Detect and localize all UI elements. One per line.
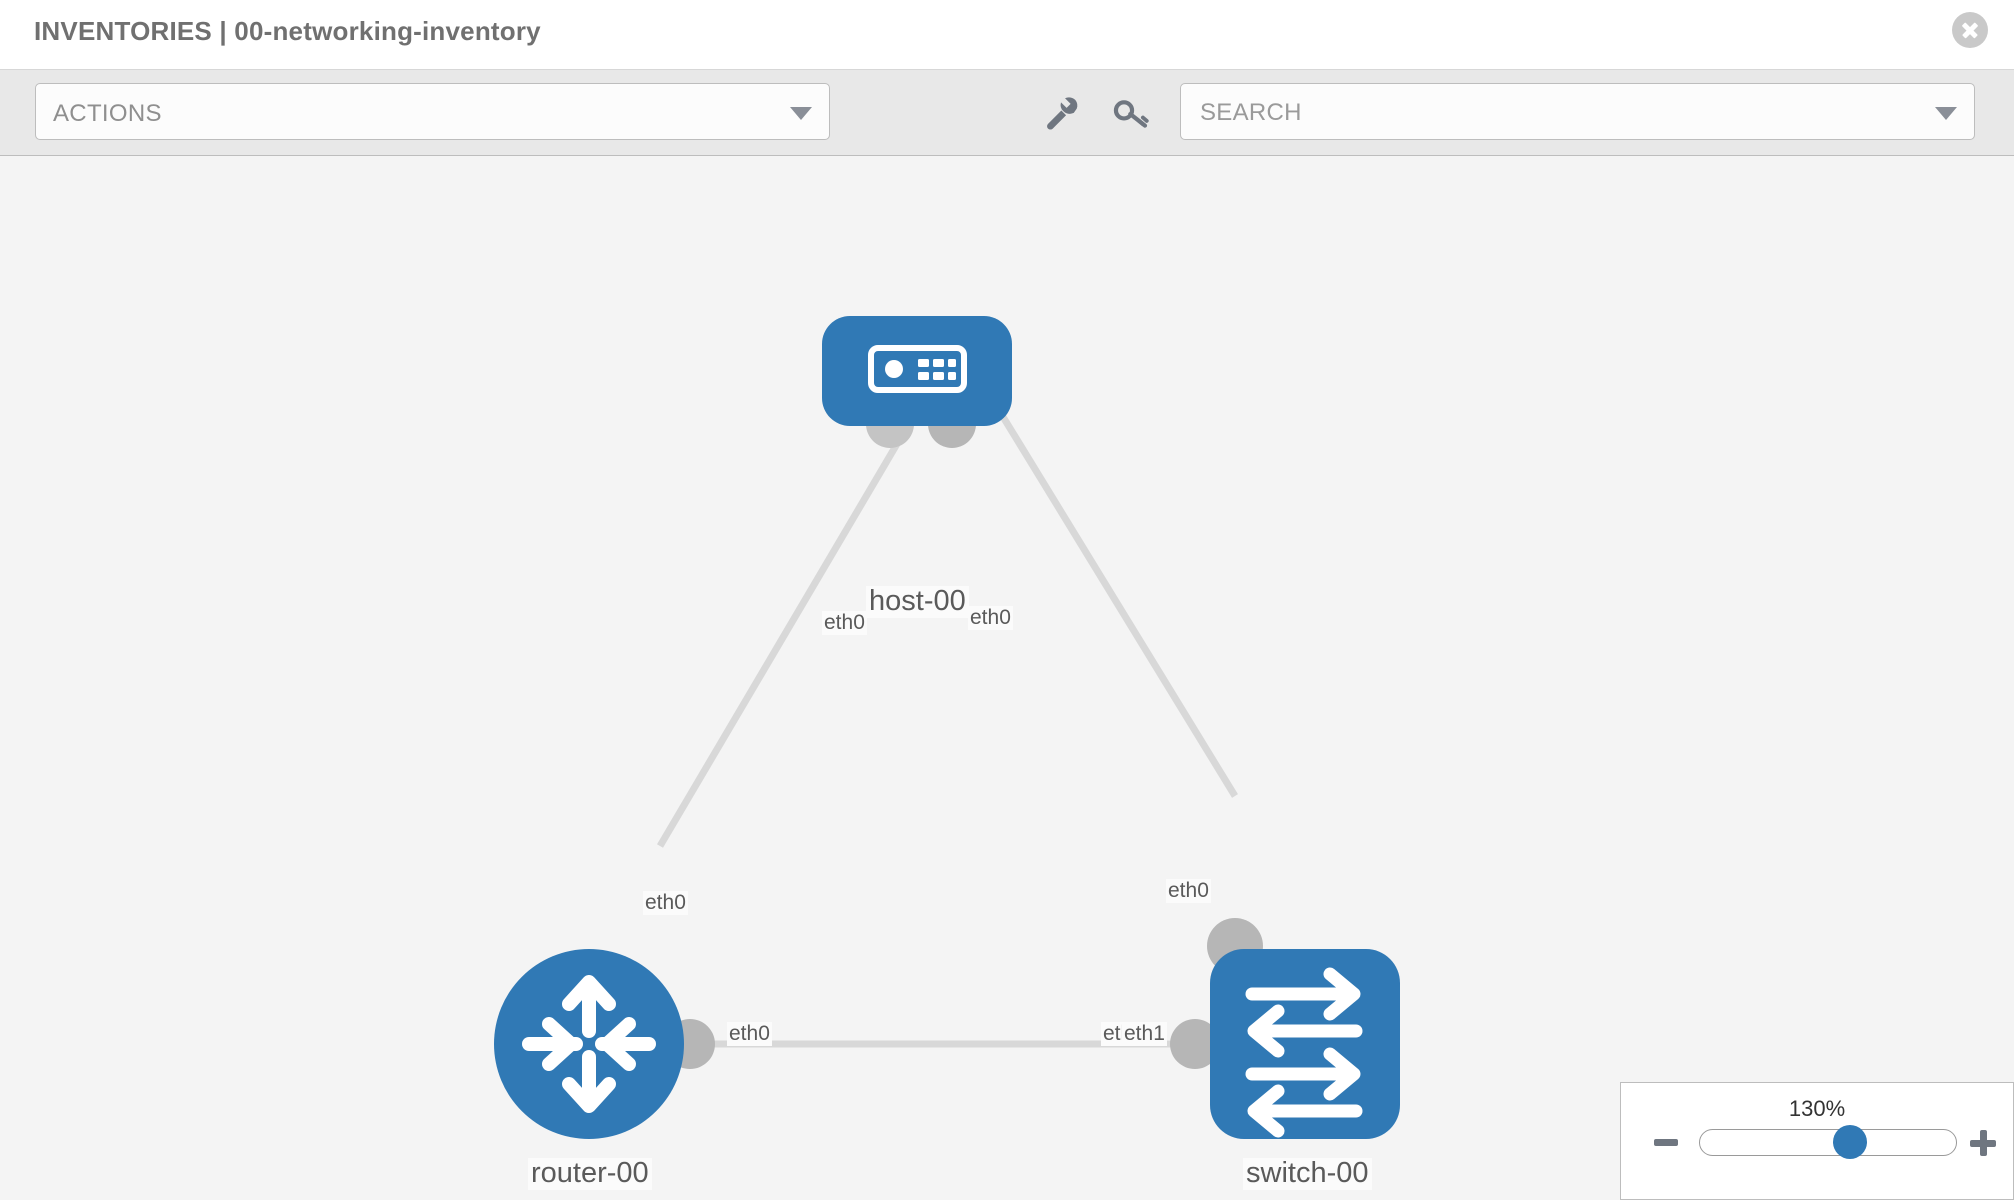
- zoom-control-panel: 130%: [1620, 1082, 2014, 1200]
- edge-label-switch00-eth0-uplink: eth0: [1166, 879, 1211, 904]
- actions-dropdown-label: ACTIONS: [53, 100, 162, 127]
- toolbar: ACTIONS: [0, 70, 2014, 156]
- interface-dot-switch00-eth1: [1170, 1019, 1220, 1069]
- search-chevron-down-icon[interactable]: [1935, 107, 1957, 120]
- node-host-00[interactable]: [822, 316, 1012, 426]
- edge-host00-router00: [656, 369, 944, 848]
- key-icon[interactable]: [1110, 92, 1152, 134]
- edge-label-router00-eth0: eth0: [727, 1022, 772, 1047]
- zoom-level-label: 130%: [1788, 1096, 1846, 1121]
- edge-label-host00-eth0-left: eth0: [822, 611, 867, 636]
- node-switch-00[interactable]: [1210, 949, 1400, 1139]
- zoom-slider[interactable]: [1699, 1124, 1957, 1159]
- page-header: INVENTORIES | 00-networking-inventory: [0, 0, 2014, 70]
- plus-icon-vertical: [1980, 1130, 1987, 1156]
- node-label-router-00: router-00: [528, 1157, 652, 1190]
- edge-label-router00-eth0-uplink: eth0: [643, 891, 688, 916]
- edge-label-host00-eth0-right: eth0: [968, 606, 1013, 631]
- chevron-down-icon: [790, 107, 812, 120]
- node-router-00[interactable]: [494, 949, 684, 1139]
- search-dropdown[interactable]: [1180, 83, 1975, 140]
- zoom-in-button[interactable]: [1970, 1130, 1996, 1156]
- node-label-switch-00: switch-00: [1243, 1157, 1372, 1190]
- actions-dropdown[interactable]: ACTIONS: [35, 83, 830, 140]
- node-label-host-00: host-00: [866, 585, 969, 618]
- edge-label-switch00-eth1: eth1: [1122, 1022, 1167, 1047]
- wrench-icon[interactable]: [1040, 92, 1082, 134]
- edge-host00-switch00: [972, 369, 1238, 798]
- zoom-slider-thumb[interactable]: [1833, 1124, 1867, 1159]
- topology-canvas[interactable]: host-00 router-00 switch-00 eth0 eth0 et…: [0, 156, 2014, 1200]
- page-title: INVENTORIES | 00-networking-inventory: [34, 16, 541, 46]
- search-input[interactable]: [1198, 92, 1902, 134]
- topology-graph: [494, 316, 1400, 1139]
- close-icon[interactable]: [1952, 12, 1988, 48]
- zoom-out-button[interactable]: [1654, 1139, 1678, 1146]
